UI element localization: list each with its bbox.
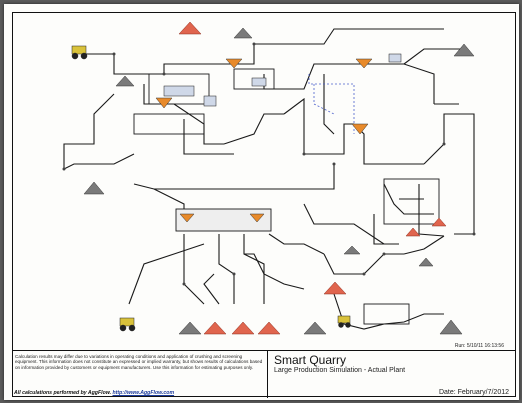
plant-module-box [148,73,210,105]
project-title: Smart Quarry [274,353,347,367]
conveyor-line [423,113,475,165]
conveyor-line [63,93,115,169]
conveyor-line [303,203,385,245]
conveyor-line [128,243,205,305]
flowsheet-diagram [62,21,476,335]
stockpile-gray [303,321,327,335]
conveyor-line [403,235,445,255]
conveyor-line [173,103,224,145]
conveyor-line [364,63,435,104]
conveyor-line [223,113,284,145]
stockpile-red [231,321,255,335]
stockpile-red [178,21,202,35]
loader-icon [71,45,88,60]
conveyor-line [454,154,475,235]
screen-deck [249,213,265,223]
screen-deck [179,213,195,223]
stockpile-gray [178,321,202,335]
plant-module-box [383,178,440,225]
conveyor-line [204,28,444,65]
stockpile-red [405,227,421,237]
plant-module-box [233,68,275,90]
crusher-unit [203,95,217,107]
project-subtitle: Large Production Simulation - Actual Pla… [274,367,406,374]
stockpile-red [257,321,281,335]
conveyor-line [418,184,445,237]
crusher-unit [251,77,267,87]
conveyor-line [134,63,204,75]
drawing-frame [12,12,516,397]
conveyor-line [333,293,385,330]
conveyor-line [323,74,335,135]
conveyor-line [353,123,424,165]
loader-icon [119,317,136,332]
conveyor-line [304,123,354,155]
stockpile-red [431,217,447,227]
credit-text: All calculations performed by AggFlow. [14,389,112,396]
conveyor-line [363,253,404,275]
conveyor-line [243,234,265,304]
stockpile-gray [439,319,463,335]
wash-plant-box [175,208,272,232]
drawing-sheet: Run: 5/10/11 16:13:56 Calculation result… [4,4,519,400]
recirculation-line [308,74,355,134]
transfer-nodes [62,42,476,286]
screen-deck [351,123,369,135]
conveyor-line [244,253,305,290]
stockpile-gray [83,181,105,195]
stockpile-gray [418,257,434,267]
stockpile-gray [115,75,135,87]
conveyor-line [133,164,335,190]
conveyor-line [323,253,364,275]
conveyor-line [86,53,134,75]
screen-deck [355,58,373,69]
stockpile-red [323,281,347,295]
conveyor-line [403,48,464,65]
conveyor-line [268,233,325,255]
project-titles: Smart Quarry Large Production Simulation… [270,351,514,398]
stockpile-gray [343,245,361,255]
credit-line: All calculations performed by AggFlow. h… [14,389,175,396]
conveyor-line [218,234,235,304]
plant-module-box [363,303,410,325]
screen-deck [155,97,173,109]
screen-deck [225,58,243,69]
crusher-unit [163,85,195,97]
disclaimer-panel: Calculation results may differ due to va… [12,351,268,398]
loader-icon [337,315,351,328]
run-timestamp: Run: 5/10/11 16:13:56 [454,343,504,349]
conveyor-line [373,214,399,245]
plant-module-box [133,113,205,135]
stockpile-red [203,321,227,335]
conveyor-line [283,97,305,154]
conveyor-line [183,119,234,155]
aggflow-link[interactable]: http://www.AggFlow.com [112,389,175,396]
recirculation-line [313,84,335,115]
conveyor-line [383,313,444,325]
title-block: Calculation results may differ due to va… [12,350,516,398]
stockpile-gray [233,27,253,39]
crusher-unit [388,53,402,63]
conveyor-line [203,273,220,305]
stockpile-gray [453,43,475,57]
date-line: Date: February/7/2012 [438,389,509,396]
disclaimer-text: Calculation results may differ due to va… [15,354,263,370]
conveyor-line [63,153,135,170]
